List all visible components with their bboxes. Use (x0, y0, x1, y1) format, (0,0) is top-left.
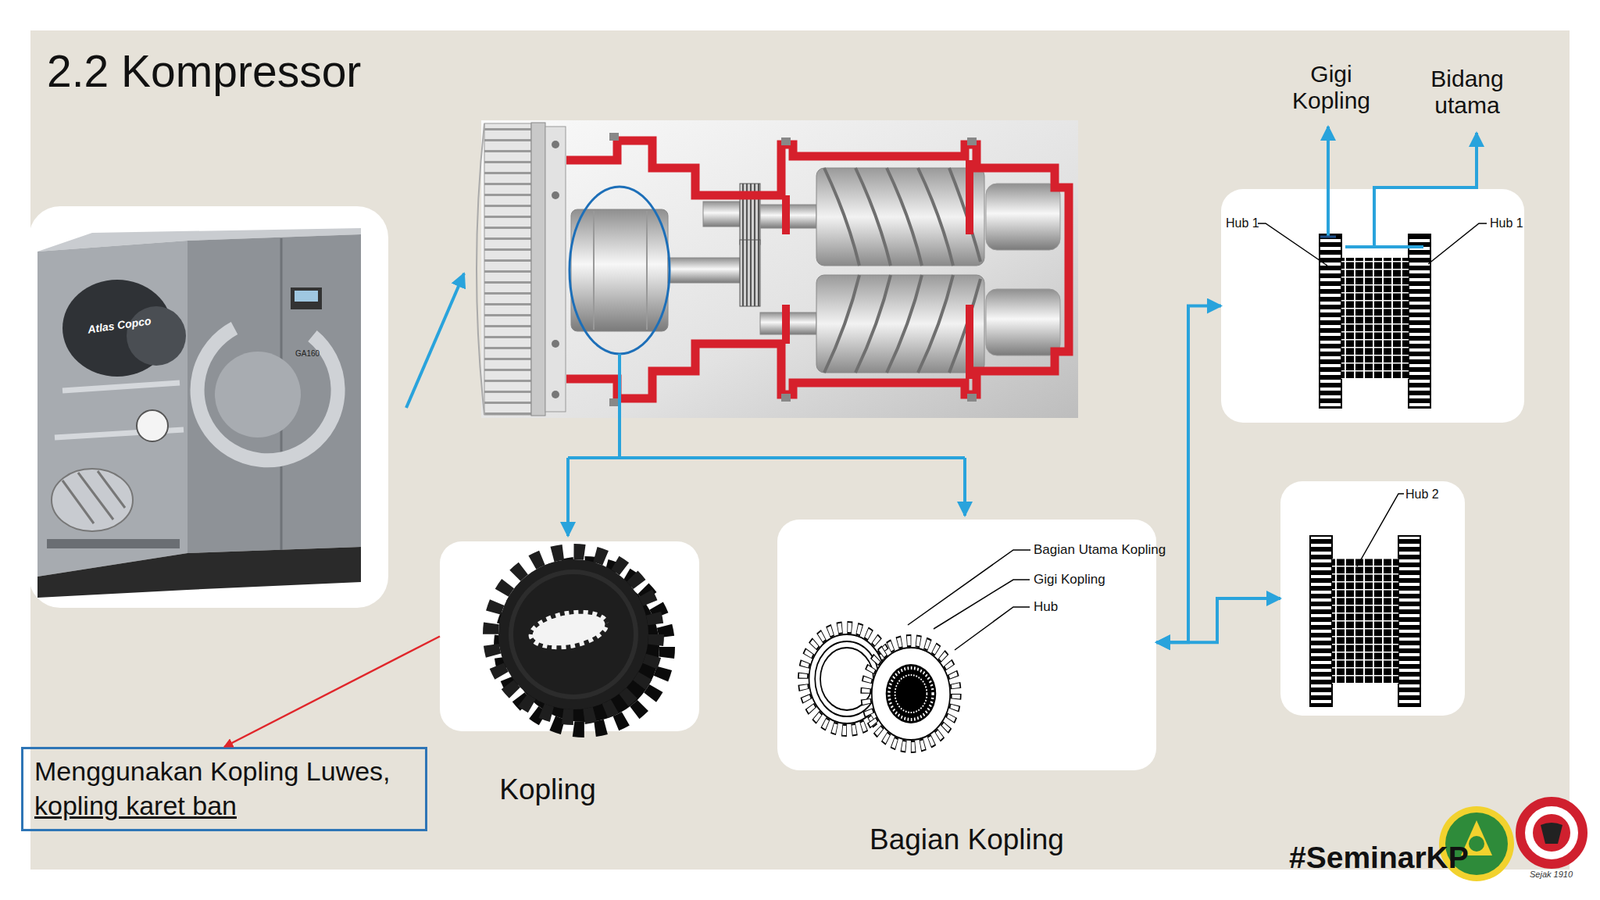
part-label: Hub 1 (1225, 216, 1260, 231)
compressor-cross-section (476, 120, 1079, 418)
coupling-parts-box: Bagian Utama KoplingGigi KoplingHubBagia… (777, 519, 1157, 771)
coupling-photo-box: Kopling (439, 541, 700, 732)
text-label: Gigi Kopling (1280, 60, 1383, 115)
compressor-photo (28, 206, 389, 608)
hub1-box: Hub 1 Hub 1 (1221, 189, 1525, 423)
note-text: kopling karet ban (34, 788, 237, 823)
part-label: Hub 1 (1489, 216, 1524, 231)
part-label: Hub 2 (1405, 487, 1440, 502)
hub2-box: Hub 2 (1280, 481, 1465, 716)
text-label: #SeminarKP (1289, 840, 1469, 875)
part-label: Gigi Kopling (1033, 571, 1106, 588)
connector-arrow (1156, 306, 1222, 643)
text-label: GA160 (295, 349, 320, 358)
connector-arrow (1156, 598, 1281, 643)
text-label: Sejak 1910 (1529, 869, 1573, 879)
part-label: Hub (1033, 599, 1058, 615)
part-label: Bagian Utama Kopling (1033, 542, 1166, 558)
box-heading: Kopling (469, 773, 626, 807)
note-box: Menggunakan Kopling Luwes,kopling karet … (21, 746, 428, 832)
box-heading: Bagian Kopling (777, 823, 1157, 857)
text-label: Bidang utama (1412, 65, 1522, 119)
slide-title: 2.2 Kompressor (46, 45, 361, 97)
note-text: Menggunakan Kopling Luwes, (34, 753, 415, 789)
connector-arrow (224, 636, 440, 748)
